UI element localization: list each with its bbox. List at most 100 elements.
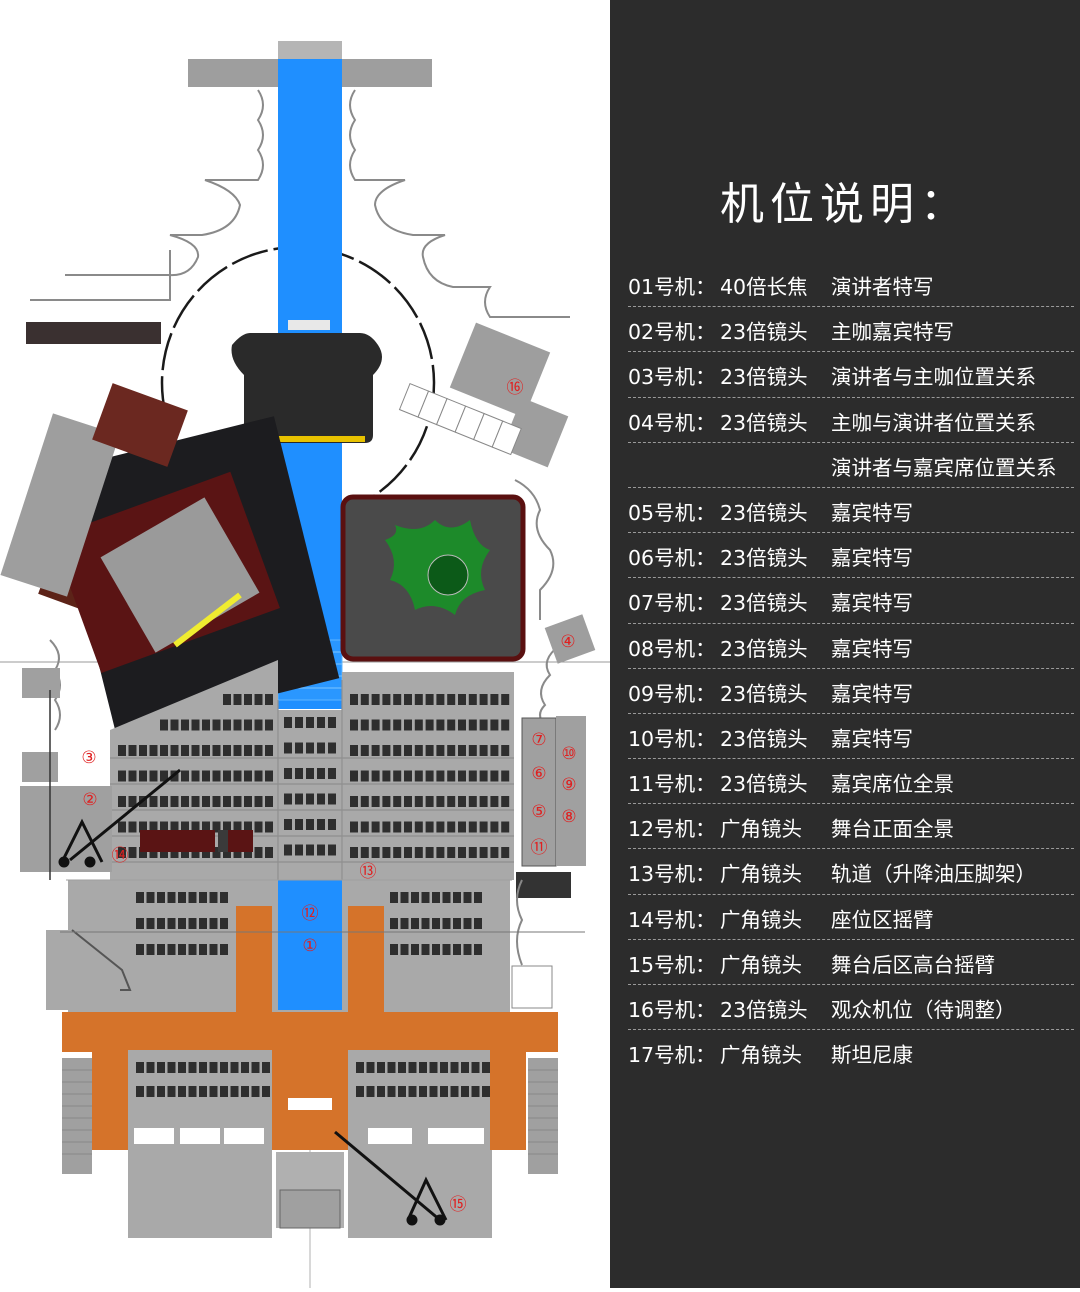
seat	[350, 847, 358, 858]
seat	[188, 892, 197, 903]
camera-marker-13: ⑬	[360, 862, 377, 882]
seat	[474, 892, 482, 903]
seat	[382, 745, 391, 756]
camera-lens: 广角镜头	[720, 1043, 802, 1068]
seat	[447, 821, 456, 833]
seat	[501, 745, 510, 756]
seat	[414, 770, 423, 782]
seat	[414, 847, 423, 858]
seat	[442, 918, 451, 929]
seat	[262, 1062, 270, 1073]
seat	[479, 821, 488, 833]
camera-marker-10: ⑩	[561, 744, 576, 764]
seat	[440, 1062, 448, 1073]
seat	[223, 770, 231, 782]
seat	[366, 1086, 375, 1097]
seat	[209, 1086, 218, 1097]
seat	[220, 1086, 228, 1097]
camera-id: 10号机：	[628, 726, 716, 751]
seat	[241, 1062, 249, 1073]
seat	[212, 719, 221, 731]
seat	[149, 847, 158, 858]
legend-row: 15号机：广角镜头舞台后区高台摇臂	[628, 940, 1074, 985]
seat	[244, 719, 252, 731]
seat	[436, 745, 445, 756]
seat	[390, 944, 398, 955]
seat	[265, 821, 273, 833]
seat	[432, 918, 440, 929]
seat	[118, 821, 126, 833]
camera-id: 16号机：	[628, 998, 716, 1022]
seat	[393, 821, 402, 833]
seat	[461, 1086, 469, 1097]
seat	[482, 1062, 490, 1073]
seat	[371, 796, 380, 807]
seat	[160, 770, 168, 782]
seat	[136, 918, 144, 929]
seat	[328, 819, 336, 830]
seat	[202, 796, 210, 807]
seat	[265, 796, 273, 807]
seat	[128, 796, 137, 807]
camera-desc: 座位区摇臂	[831, 907, 934, 932]
seat	[262, 1086, 270, 1097]
seat	[223, 745, 231, 756]
camera-marker-01: ①	[302, 936, 317, 956]
camera-desc: 嘉宾特写	[831, 726, 913, 751]
seat	[393, 694, 402, 705]
seat	[317, 768, 325, 779]
seat	[360, 694, 369, 705]
seat	[233, 694, 242, 705]
seat	[468, 821, 477, 833]
guest-seats-column-b	[556, 716, 586, 866]
seat	[425, 847, 434, 858]
seat	[284, 793, 292, 805]
camera-marker-11: ⑪	[531, 838, 548, 858]
seat	[244, 745, 252, 756]
seat	[191, 719, 200, 731]
seat	[295, 844, 303, 856]
camera-marker-15: ⑮	[450, 1195, 467, 1215]
seat	[191, 796, 200, 807]
seat	[170, 745, 179, 756]
seat	[244, 821, 252, 833]
seat	[432, 944, 440, 955]
seat	[199, 892, 207, 903]
seat	[398, 1062, 406, 1073]
seat	[157, 892, 165, 903]
seat	[404, 770, 412, 782]
seat	[317, 793, 325, 805]
legend-row: 06号机：23倍镜头嘉宾特写	[628, 533, 1074, 579]
seat	[118, 847, 126, 858]
camera-id: 08号机：	[628, 636, 716, 661]
camera-lens: 23倍镜头	[720, 365, 808, 390]
camera-id: 06号机：	[628, 546, 716, 571]
seat	[284, 819, 292, 830]
camera-id: 01号机：	[628, 275, 716, 299]
seat	[387, 1086, 396, 1097]
top-truss-left	[188, 59, 278, 87]
orange-aisle-right	[348, 906, 384, 1012]
seat	[408, 1086, 417, 1097]
panel-title: 机位说明：	[720, 179, 970, 230]
camera-lens: 23倍镜头	[720, 500, 808, 525]
seat	[223, 719, 231, 731]
floor-plan-svg: ① ② ③ ④ ⑤ ⑥ ⑦ ⑧ ⑨ ⑩ ⑪ ⑫ ⑬ ⑭ ⑯ ⑮	[0, 41, 610, 1288]
seat	[191, 770, 200, 782]
seat	[202, 847, 210, 858]
seat	[199, 1086, 207, 1097]
camera-desc: 斯坦尼康	[831, 1043, 913, 1068]
seat	[251, 1086, 260, 1097]
seat	[139, 821, 147, 833]
seat	[479, 796, 488, 807]
seat	[181, 796, 189, 807]
camera-desc: 嘉宾特写	[831, 546, 913, 571]
seat	[442, 944, 451, 955]
seat	[167, 1062, 176, 1073]
seat	[425, 821, 434, 833]
seat	[447, 770, 456, 782]
seat	[167, 944, 176, 955]
seat	[128, 745, 137, 756]
seat	[404, 719, 412, 731]
backstage-left	[128, 1150, 272, 1238]
